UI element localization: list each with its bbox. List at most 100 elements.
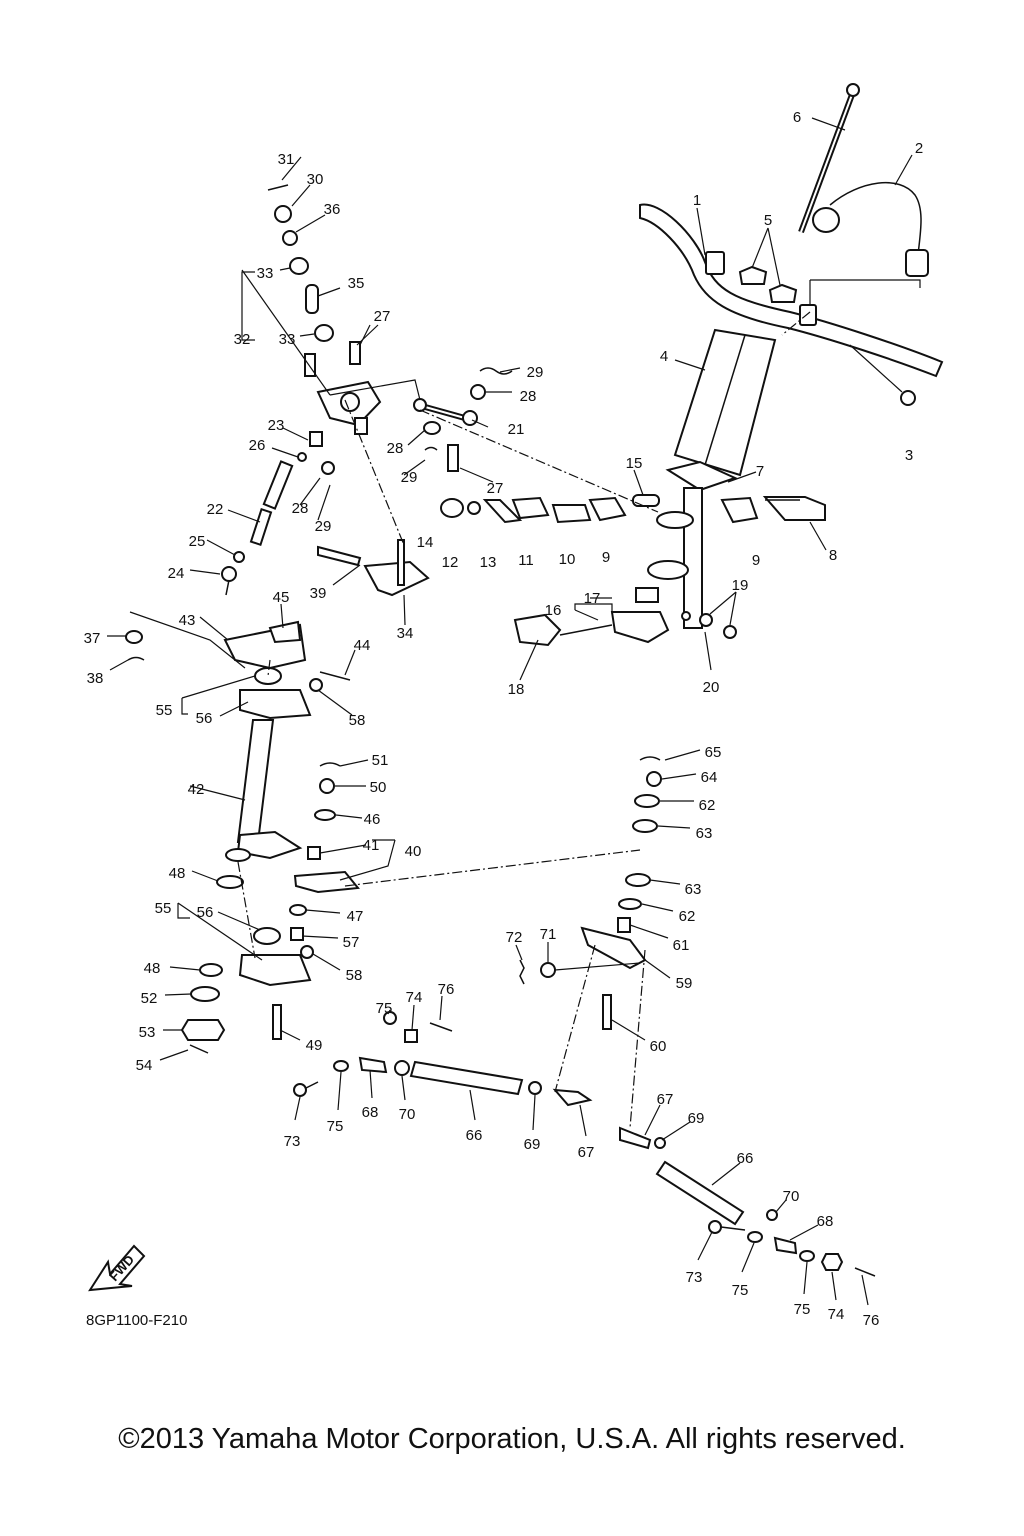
callout-13: 13 — [480, 554, 497, 571]
callout-56: 56 — [197, 904, 214, 921]
copyright-notice: ©2013 Yamaha Motor Corporation, U.S.A. A… — [118, 1423, 906, 1455]
callout-21: 21 — [508, 421, 525, 438]
callout-37: 37 — [84, 630, 101, 647]
bracket-34 — [317, 539, 430, 597]
callout-74: 74 — [828, 1306, 845, 1323]
lower-left-hardware — [180, 875, 314, 1054]
callout-76: 76 — [863, 1312, 880, 1329]
clamps-9 — [588, 496, 759, 524]
handlebar-holders — [738, 265, 798, 303]
callout-61: 61 — [673, 937, 690, 954]
callout-7: 7 — [756, 463, 764, 480]
callout-28: 28 — [520, 388, 537, 405]
callout-51: 51 — [372, 752, 389, 769]
callout-2: 2 — [915, 140, 923, 157]
callout-62: 62 — [699, 797, 716, 814]
callout-12: 12 — [442, 554, 459, 571]
callout-60: 60 — [650, 1038, 667, 1055]
callout-67: 67 — [657, 1091, 674, 1108]
callout-36: 36 — [324, 201, 341, 218]
callout-26: 26 — [249, 437, 266, 454]
callout-28: 28 — [292, 500, 309, 517]
callout-33: 33 — [279, 331, 296, 348]
steering-shaft-42 — [225, 719, 303, 862]
assembly-lines — [237, 311, 811, 1129]
callout-34: 34 — [397, 625, 414, 642]
bolt-3 — [849, 344, 916, 406]
callout-75: 75 — [376, 1000, 393, 1017]
callout-73: 73 — [284, 1133, 301, 1150]
callout-29: 29 — [315, 518, 332, 535]
tie-rod-right — [619, 1126, 876, 1277]
callout-18: 18 — [508, 681, 525, 698]
callout-69: 69 — [524, 1136, 541, 1153]
mid-hardware — [293, 762, 360, 894]
left-arm-upper — [125, 620, 351, 681]
callout-22: 22 — [207, 501, 224, 518]
callout-30: 30 — [307, 171, 324, 188]
callout-71: 71 — [540, 926, 557, 943]
diagram-code: 8GP1100-F210 — [86, 1312, 187, 1329]
callout-32: 32 — [234, 331, 251, 348]
grip-cable — [812, 182, 929, 277]
callout-3: 3 — [905, 447, 913, 464]
callout-5: 5 — [764, 212, 772, 229]
callout-54: 54 — [136, 1057, 153, 1074]
bracket-assembly — [513, 611, 737, 647]
callout-57: 57 — [343, 934, 360, 951]
callout-50: 50 — [370, 779, 387, 796]
callout-55: 55 — [155, 900, 172, 917]
leader-lines — [107, 117, 921, 1306]
callout-69: 69 — [688, 1110, 705, 1127]
callout-62: 62 — [679, 908, 696, 925]
callout-10: 10 — [559, 551, 576, 568]
pin-15 — [632, 494, 660, 507]
callout-31: 31 — [278, 151, 295, 168]
callout-46: 46 — [364, 811, 381, 828]
callout-49: 49 — [306, 1037, 323, 1054]
upper-column — [635, 460, 738, 629]
callout-48: 48 — [144, 960, 161, 977]
callout-29: 29 — [527, 364, 544, 381]
callout-33: 33 — [257, 265, 274, 282]
callout-64: 64 — [701, 769, 718, 786]
callout-58: 58 — [346, 967, 363, 984]
callout-8: 8 — [829, 547, 837, 564]
pitman-links — [440, 496, 592, 524]
callout-24: 24 — [168, 565, 185, 582]
callout-35: 35 — [348, 275, 365, 292]
callout-27: 27 — [374, 308, 391, 325]
callout-67: 67 — [578, 1144, 595, 1161]
callout-20: 20 — [703, 679, 720, 696]
callout-66: 66 — [737, 1150, 754, 1167]
callout-70: 70 — [783, 1188, 800, 1205]
callout-55: 55 — [156, 702, 173, 719]
callout-59: 59 — [676, 975, 693, 992]
callout-9: 9 — [752, 552, 760, 569]
callout-44: 44 — [354, 637, 371, 654]
callout-11: 11 — [518, 552, 534, 569]
callout-66: 66 — [466, 1127, 483, 1144]
callout-63: 63 — [685, 881, 702, 898]
callout-1: 1 — [693, 192, 701, 209]
callout-68: 68 — [817, 1213, 834, 1230]
callout-52: 52 — [141, 990, 158, 1007]
callout-42: 42 — [188, 781, 205, 798]
callout-75: 75 — [732, 1282, 749, 1299]
callout-74: 74 — [406, 989, 423, 1006]
callout-56: 56 — [196, 710, 213, 727]
callout-41: 41 — [363, 837, 380, 854]
column-cover — [673, 328, 777, 477]
callout-47: 47 — [347, 908, 364, 925]
callout-4: 4 — [660, 348, 668, 365]
callout-16: 16 — [545, 602, 562, 619]
callout-9: 9 — [602, 549, 610, 566]
callout-58: 58 — [349, 712, 366, 729]
fwd-arrow-icon: FWD — [88, 1244, 146, 1292]
callout-15: 15 — [626, 455, 643, 472]
callout-68: 68 — [362, 1104, 379, 1121]
callout-29: 29 — [401, 469, 418, 486]
bush-55 — [239, 667, 323, 720]
